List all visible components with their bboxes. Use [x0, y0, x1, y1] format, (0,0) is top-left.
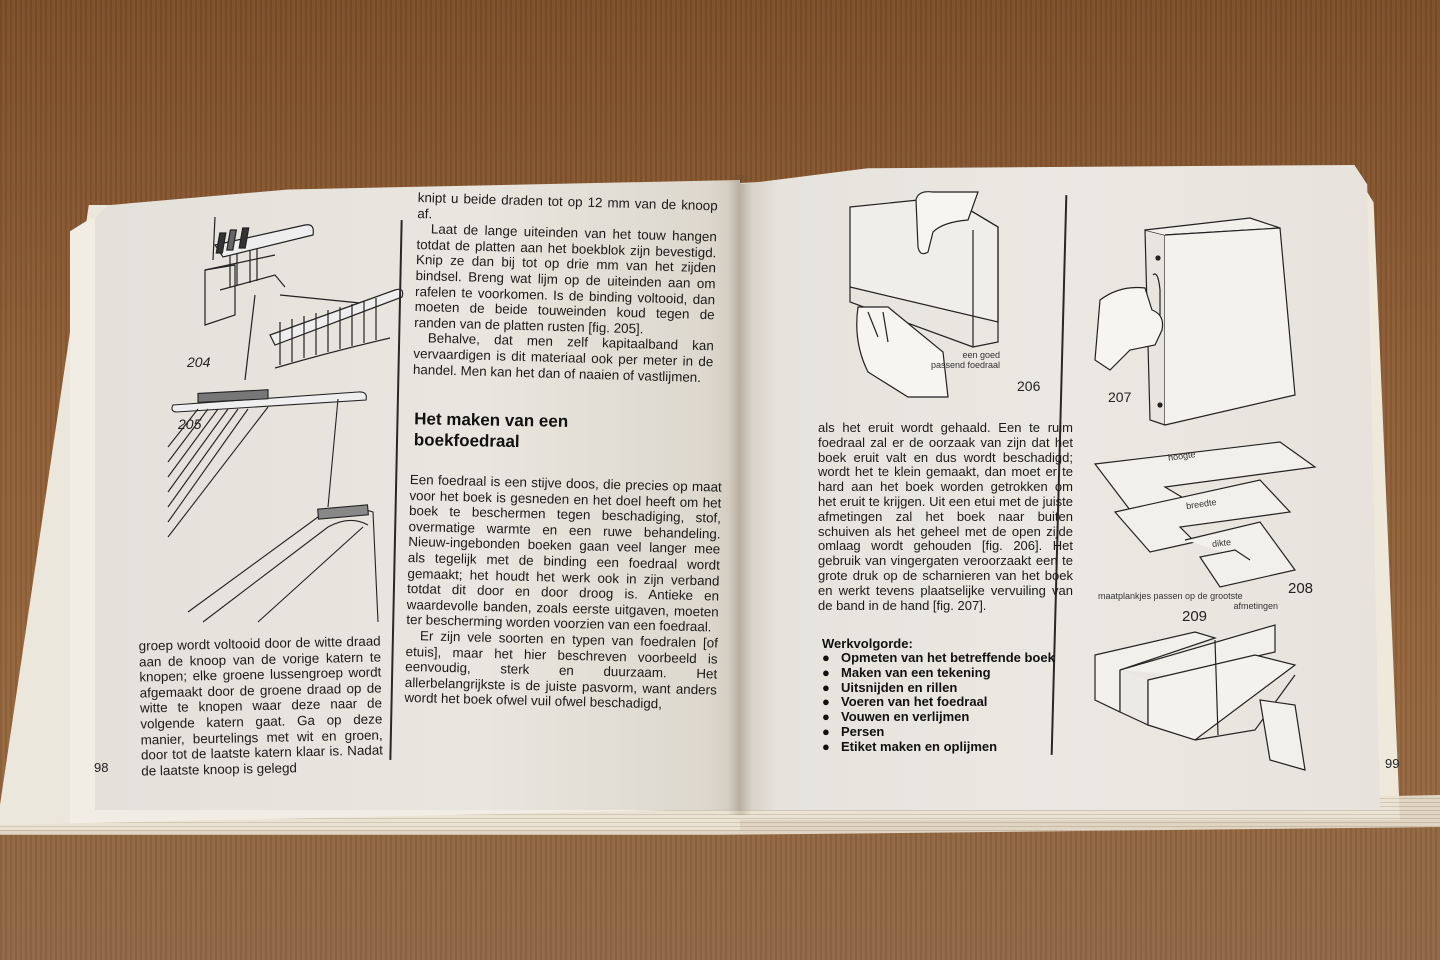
- step-label: Etiket maken en oplijmen: [841, 738, 998, 754]
- figure-206-caption: een goed passend foedraal: [925, 350, 1000, 370]
- figure-208-number: 208: [1288, 580, 1314, 597]
- right-page-text: als het eruit wordt gehaald. Een te ruim…: [818, 420, 1073, 613]
- page-number-98: 98: [94, 760, 109, 775]
- list-item: ● Etiket maken en oplijmen: [822, 738, 1082, 755]
- list-item: ● Voeren van het foedraal: [822, 695, 1082, 710]
- step-label: Opmeten van het betreffende boek: [841, 650, 1055, 665]
- figure-204-number: 204: [187, 354, 211, 370]
- list-item: ● Maken van een tekening: [822, 664, 1082, 681]
- figure-205-number: 205: [178, 416, 202, 432]
- figure-209-illustration: [1090, 620, 1310, 775]
- figure-207-illustration: [1090, 210, 1300, 425]
- left-page-column-1-text: groep wordt voltooid door de witte draad…: [139, 633, 384, 778]
- figure-207-number: 207: [1108, 389, 1132, 405]
- figure-205-illustration: [168, 387, 388, 622]
- bullet-icon: ●: [822, 694, 830, 710]
- list-item: ● Persen: [822, 723, 1082, 740]
- bullet-icon: ●: [822, 709, 830, 725]
- paragraph: groep wordt voltooid door de witte draad…: [138, 633, 384, 779]
- bullet-icon: ●: [822, 650, 830, 665]
- bullet-icon: ●: [822, 738, 830, 754]
- section-heading: Het maken van een boekfoedraal: [413, 409, 569, 452]
- list-item: ● Uitsnijden en rillen: [822, 679, 1082, 696]
- caption-line: afmetingen: [1233, 601, 1278, 611]
- left-page-column-2-text: knipt u beide draden tot op 12 mm van de…: [413, 190, 718, 385]
- figure-206-illustration: [848, 192, 1008, 402]
- paragraph: Laat de lange uiteinden van het touw han…: [414, 221, 718, 337]
- figure-208-illustration: [1090, 442, 1330, 592]
- caption-line: een goed: [962, 350, 1000, 360]
- figure-206-number: 206: [1017, 378, 1041, 394]
- figure-209-number: 209: [1182, 608, 1208, 625]
- left-page-section-text: Een foedraal is een stijve doos, die pre…: [404, 472, 722, 713]
- step-label: Voeren van het foedraal: [841, 694, 988, 710]
- paragraph: Behalve, dat men zelf kapitaalband kan v…: [412, 330, 714, 385]
- step-label: Uitsnijden en rillen: [841, 679, 958, 695]
- left-page: [95, 180, 740, 810]
- step-label: Persen: [841, 723, 885, 739]
- caption-line: maatplankjes passen op de grootste: [1098, 591, 1243, 601]
- list-item: ● Opmeten van het betreffende boek: [822, 650, 1082, 666]
- paragraph: Een foedraal is een stijve doos, die pre…: [406, 472, 722, 635]
- step-label: Vouwen en verlijmen: [841, 709, 970, 725]
- figure-204-loops: [270, 290, 405, 380]
- bullet-icon: ●: [822, 723, 830, 739]
- page-number-99: 99: [1385, 756, 1400, 771]
- bullet-icon: ●: [822, 664, 830, 680]
- figure-204-illustration: [195, 215, 405, 355]
- book-gutter: [728, 175, 752, 815]
- step-label: Maken van een tekening: [841, 664, 991, 680]
- paragraph: als het eruit wordt gehaald. Een te ruim…: [818, 420, 1073, 613]
- list-item: ● Vouwen en verlijmen: [822, 709, 1082, 725]
- bullet-icon: ●: [822, 679, 830, 695]
- list-title: Werkvolgorde:: [822, 636, 913, 651]
- paragraph: Er zijn vele soorten en typen van foedra…: [404, 628, 719, 712]
- label-dikte: dikte: [1211, 537, 1232, 549]
- figure-208-caption: maatplankjes passen op de grootste afmet…: [1098, 591, 1278, 611]
- caption-line: passend foedraal: [930, 360, 1000, 370]
- work-steps-list: ● Opmeten van het betreffende boek ● Maken…: [822, 650, 1082, 755]
